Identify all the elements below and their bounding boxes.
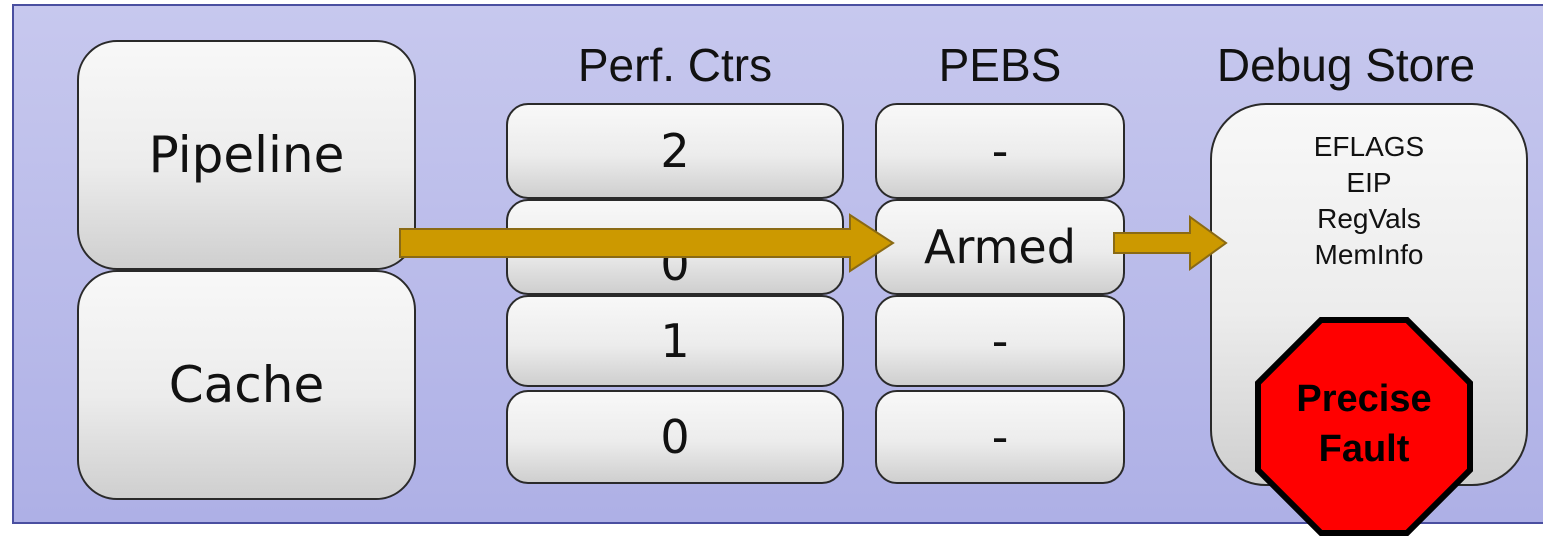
cache-box: Cache (77, 270, 416, 500)
debug-store-header: Debug Store (1216, 39, 1476, 91)
pebs-cell: - (875, 103, 1125, 199)
debug-store-field: RegVals (1317, 203, 1421, 234)
pebs-cell: - (875, 390, 1125, 484)
stop-sign-octagon (1255, 317, 1473, 536)
perf-counter-value: 0 (660, 410, 690, 464)
pebs-value: - (991, 314, 1009, 368)
perf-counter-cell: 0 (506, 390, 844, 484)
cache-label: Cache (168, 356, 325, 414)
pebs-value: Armed (924, 220, 1076, 274)
perf-counter-value: 2 (660, 124, 690, 178)
perf-counter-cell: 1 (506, 295, 844, 387)
arrow-pebs-to-debug-store (1113, 215, 1228, 271)
pebs-cell: - (875, 295, 1125, 387)
stop-sign-line1: Precise (1296, 378, 1432, 420)
debug-store-field: EFLAGS (1313, 131, 1425, 162)
pipeline-label: Pipeline (148, 126, 345, 184)
perf-counter-value: 1 (660, 314, 690, 368)
debug-store-field: EIP (1346, 167, 1392, 198)
stop-sign-line2: Fault (1318, 428, 1410, 470)
pebs-value: - (991, 410, 1009, 464)
pebs-header: PEBS (938, 39, 1062, 91)
pipeline-box: Pipeline (77, 40, 416, 270)
perf-counter-cell: 2 (506, 103, 844, 199)
precise-fault-label: Precise Fault (1258, 374, 1470, 474)
pebs-cell-armed: Armed (875, 199, 1125, 295)
debug-store-field: MemInfo (1314, 239, 1424, 270)
arrow-pipeline-to-pebs (399, 213, 895, 273)
perf-ctrs-header: Perf. Ctrs (577, 39, 773, 91)
pebs-value: - (991, 124, 1009, 178)
